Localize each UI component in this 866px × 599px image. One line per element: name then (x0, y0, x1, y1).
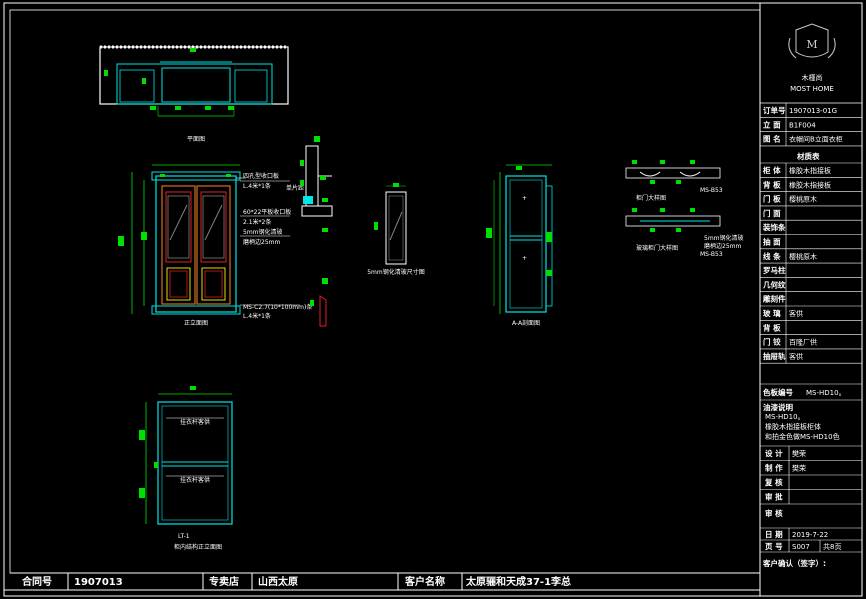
checker-label: 复 核 (764, 477, 783, 487)
logo-name-en: MOST HOME (790, 85, 834, 93)
contract-label: 合同号 (21, 575, 52, 588)
material-value: 客供 (789, 352, 803, 361)
material-label: 抽屉轨 (763, 351, 786, 361)
outer-frame (3, 2, 863, 597)
rail-1: 挂衣杆客供 (180, 418, 210, 426)
profile-details (300, 136, 333, 327)
material-label: 装饰条 (762, 222, 786, 232)
material-label: 玻 璃 (763, 308, 781, 318)
drafter-label: 制 作 (765, 463, 783, 473)
note-bot-2: L.4米*1条 (243, 312, 271, 320)
note-glass-2: 磨柄边25mm (243, 238, 280, 246)
section-mark: LT-1 (178, 533, 190, 540)
drafter-value: 樊荣 (792, 464, 806, 473)
section-title: A-A剖面图 (512, 319, 540, 327)
svg-text:M: M (806, 38, 817, 51)
date-label: 日 期 (765, 529, 783, 539)
material-label: 门 铰 (763, 337, 781, 347)
door-details: MS-B53 柜门大样图 5mm钢化清玻 磨柄边25mm MS-B53 玻璃柜门… (625, 160, 744, 258)
color-value: MS-HD10。 (806, 389, 846, 397)
client-label: 客户名称 (404, 575, 445, 588)
note-glass-1: 5mm钢化清玻 (243, 228, 283, 236)
material-label: 背 板 (763, 322, 781, 332)
door-detail-title: 柜门大样图 (636, 194, 666, 202)
glass-title: 5mm钢化清玻尺寸图 (367, 268, 425, 276)
material-label: 背 板 (763, 179, 781, 189)
material-label: 雕刻件 (763, 294, 786, 304)
note-detail-glass-1: 5mm钢化清玻 (704, 234, 744, 242)
order-label: 订单号 (763, 105, 786, 115)
process-line: 橡胶木指接板柜体 (765, 422, 821, 431)
code-2: MS-B53 (700, 251, 723, 258)
glass-door-detail-title: 玻璃柜门大样图 (636, 244, 678, 252)
glass-size-view: 5mm钢化清玻尺寸图 (367, 183, 425, 276)
code-1: MS-B53 (700, 187, 723, 194)
interior-structure-view: 挂衣杆客供 挂衣杆客供 LT-1 柜内结构正立面图 (139, 386, 233, 551)
structure-title: 柜内结构正立面图 (174, 543, 222, 551)
note-bot-1: MS-C2.7(10*100mm)条 (243, 303, 312, 311)
svg-text:+: + (522, 195, 527, 202)
logo-name-cn: 木槿尚 (802, 73, 823, 82)
elevation-label: 立 面 (763, 119, 781, 129)
page-label: 页 号 (765, 542, 783, 551)
plan-title: 平面图 (187, 136, 205, 143)
designer-value: 樊荣 (792, 449, 806, 458)
material-value: 橡胶木指接板 (789, 180, 831, 189)
drawing-name-label: 图 名 (763, 134, 781, 144)
section-view: + + A-A剖面图 (486, 164, 553, 327)
material-value: 樱桃原木 (789, 195, 817, 204)
note-top-1: 四孔型收口板 (243, 172, 279, 180)
store-value: 山西太原 (258, 575, 298, 588)
plan-view: 平面图 (99, 45, 289, 143)
front-title: 正立面图 (184, 319, 208, 327)
material-label: 罗马柱 (763, 265, 786, 275)
client-sign-label: 客户确认（签字）: (762, 558, 826, 568)
svg-text:+: + (522, 255, 527, 262)
client-value: 太原骊和天成37-1李总 (465, 575, 571, 588)
material-label: 门 板 (763, 194, 781, 204)
note-detail-glass-2: 磨柄边25mm (704, 242, 741, 250)
note-side: 单片距 (286, 184, 304, 192)
material-label: 门 面 (763, 208, 781, 218)
material-label: 线 条 (763, 251, 781, 261)
page-value: S007 (792, 543, 810, 551)
material-label: 几何纹 (763, 279, 786, 289)
contract-value: 1907013 (74, 577, 123, 588)
material-label: 抽 面 (763, 237, 781, 247)
material-value: 百隆厂供 (789, 338, 817, 347)
process-line: MS-HD10。 (765, 413, 805, 421)
materials-title: 材质表 (797, 151, 820, 161)
reviewer-label: 审 核 (765, 508, 783, 518)
order-value: 1907013-01G (789, 107, 837, 115)
note-top-2: L.4米*1条 (243, 182, 271, 190)
note-mid-2: 2.1米*2条 (243, 218, 271, 226)
approver-label: 审 批 (765, 492, 783, 502)
designer-label: 设 计 (765, 448, 783, 458)
rail-2: 挂衣杆客供 (180, 476, 210, 484)
total-pages: 共8页 (823, 542, 841, 551)
process-line: 和拍金色做MS-HD10色 (765, 432, 840, 441)
material-value: 樱桃原木 (789, 252, 817, 261)
material-value: 橡胶木指接板 (789, 166, 831, 175)
brand-logo: M 木槿尚 MOST HOME (788, 23, 836, 93)
material-label: 柜 体 (762, 165, 781, 175)
color-label: 色板编号 (763, 387, 793, 397)
front-elevation: 正立面图 四孔型收口板 L.4米*1条 60*22平板收口板 2.1米*2条 5… (118, 164, 312, 327)
store-label: 专卖店 (209, 575, 239, 588)
process-label: 油漆说明 (763, 402, 793, 412)
elevation-value: B1F004 (789, 121, 816, 129)
date-value: 2019-7-22 (792, 531, 828, 539)
bottom-info-bar: 合同号 1907013 专卖店 山西太原 客户名称 太原骊和天成37-1李总 (4, 572, 760, 591)
material-value: 客供 (789, 309, 803, 318)
drawing-name-value: 衣帽间B立面衣柜 (789, 135, 843, 144)
note-mid-1: 60*22平板收口板 (243, 208, 291, 216)
